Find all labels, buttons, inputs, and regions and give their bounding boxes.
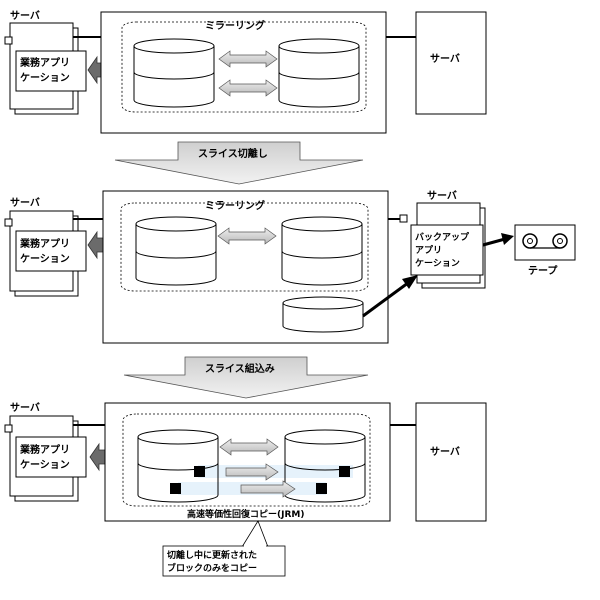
server-label: サーバ bbox=[430, 446, 460, 458]
server-label: サーバ bbox=[430, 53, 460, 65]
backup-read-arrow-icon bbox=[362, 275, 418, 318]
server-label: サーバ bbox=[427, 190, 457, 202]
server-label: サーバ bbox=[10, 402, 40, 414]
server-left-1: サーバ 業務アプリ ケーション bbox=[4, 10, 87, 115]
app-label-line2: ケーション bbox=[20, 72, 70, 84]
app-label-line2: ケーション bbox=[20, 253, 70, 265]
backup-app-box bbox=[410, 224, 484, 276]
updated-block-marker bbox=[316, 483, 327, 494]
app-label-line2: ケーション bbox=[20, 459, 70, 471]
updated-block-marker bbox=[170, 483, 181, 494]
tape-write-arrow-icon bbox=[482, 233, 514, 247]
mirror-group-outline bbox=[121, 21, 367, 113]
mirror-arrow-icon bbox=[218, 50, 278, 68]
transition-arrow-1: スライス切離し bbox=[114, 141, 364, 185]
updated-block-marker bbox=[194, 466, 205, 477]
storage-box bbox=[104, 402, 391, 522]
port-icon bbox=[399, 214, 408, 223]
port-icon bbox=[4, 218, 13, 227]
backup-label-line1: バックアップ bbox=[415, 231, 470, 243]
server-left-2: サーバ 業務アプリ ケーション bbox=[4, 197, 87, 297]
copy-arrow-icon bbox=[240, 480, 296, 498]
mirror-arrow-icon bbox=[219, 438, 279, 456]
jrm-label: 高速等価性回復コピー(JRM) bbox=[187, 508, 304, 520]
disk-icon bbox=[133, 38, 215, 108]
detached-slice-disk-icon bbox=[282, 296, 364, 333]
server-right-3 bbox=[415, 402, 487, 522]
mirror-group-outline bbox=[122, 413, 371, 507]
mirroring-label: ミラーリング bbox=[205, 199, 265, 212]
tape-icon bbox=[514, 224, 576, 261]
server-label: サーバ bbox=[10, 10, 40, 22]
mirroring-label: ミラーリング bbox=[205, 19, 265, 32]
stage1: サーバ 業務アプリ ケーション ミラーリング サーバ bbox=[4, 10, 487, 134]
callout-box: 切離し中に更新された ブロックのみをコピー bbox=[162, 520, 286, 577]
disk-icon bbox=[278, 38, 360, 108]
transition-label-slice-attach: スライス組込み bbox=[205, 362, 275, 375]
tape-label: テープ bbox=[528, 264, 558, 277]
server-label: サーバ bbox=[10, 197, 40, 209]
callout-line1: 切離し中に更新された bbox=[167, 549, 257, 561]
server-left-3: サーバ 業務アプリ ケーション bbox=[4, 402, 87, 502]
port-icon bbox=[4, 36, 13, 45]
transition-arrow-2: スライス組込み bbox=[123, 356, 369, 399]
updated-block-marker bbox=[339, 466, 350, 477]
mirror-arrow-icon bbox=[218, 79, 278, 97]
backup-server: サーバ バックアップ アプリ ケーション bbox=[399, 190, 486, 289]
backup-label-line3: ケーション bbox=[415, 258, 460, 269]
server-right-1 bbox=[415, 11, 487, 115]
mirror-arrow-icon bbox=[217, 227, 277, 245]
disk-icon bbox=[137, 429, 219, 503]
app-box bbox=[15, 50, 87, 92]
stage3: サーバ 業務アプリ ケーション 高速等価性回復コピ bbox=[4, 402, 487, 577]
app-label-line1: 業務アプリ bbox=[19, 237, 70, 250]
app-box bbox=[15, 436, 87, 478]
app-box bbox=[15, 230, 87, 272]
mirror-group-outline bbox=[120, 202, 369, 292]
disk-icon bbox=[281, 216, 363, 286]
app-label-line1: 業務アプリ bbox=[19, 56, 70, 69]
transition-label-slice-detach: スライス切離し bbox=[198, 147, 268, 160]
disk-icon bbox=[135, 216, 217, 286]
copy-arrow-icon bbox=[225, 463, 279, 481]
app-label-line1: 業務アプリ bbox=[19, 443, 70, 456]
stage2: サーバ 業務アプリ ケーション ミラーリング bbox=[4, 190, 576, 344]
disk-icon bbox=[284, 429, 366, 503]
port-icon bbox=[4, 424, 13, 433]
backup-label-line2: アプリ bbox=[415, 244, 442, 256]
callout-line2: ブロックのみをコピー bbox=[167, 562, 257, 574]
